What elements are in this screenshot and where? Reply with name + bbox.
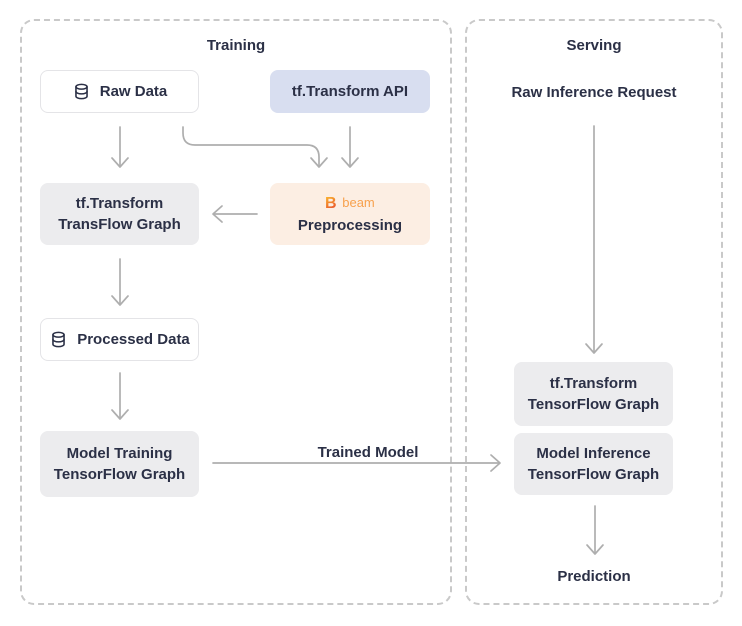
training-panel	[20, 19, 452, 605]
training-panel-title: Training	[206, 37, 266, 54]
node-model-training-line2: TensorFlow Graph	[53, 466, 186, 483]
node-transflow-graph-line2: TransFlow Graph	[58, 216, 181, 233]
node-prediction: Prediction	[557, 568, 631, 585]
serving-panel-title: Serving	[566, 37, 622, 54]
node-tftransform-api: tf.Transform API	[270, 70, 430, 113]
node-model-training-graph: Model Training TensorFlow Graph	[40, 431, 199, 497]
node-preprocessing-label: Preprocessing	[297, 216, 403, 234]
database-icon	[49, 330, 68, 349]
apache-beam-logo: B beam	[325, 193, 375, 213]
node-raw-data: Raw Data	[40, 70, 199, 113]
node-raw-data-label: Raw Data	[99, 83, 168, 100]
beam-wordmark: beam	[342, 195, 375, 210]
serving-panel	[465, 19, 723, 605]
beam-b-icon: B	[325, 195, 337, 211]
node-tftransform-api-label: tf.Transform API	[291, 83, 409, 100]
node-tftransform-tensorflow-graph: tf.Transform TensorFlow Graph	[514, 362, 673, 426]
node-preprocessing: B beam Preprocessing	[270, 183, 430, 245]
node-transflow-graph-line1: tf.Transform	[75, 195, 164, 212]
trained-model-edge-label: Trained Model	[317, 444, 419, 461]
node-tft-serving-line1: tf.Transform	[549, 375, 638, 392]
node-processed-data: Processed Data	[40, 318, 199, 361]
node-model-training-line1: Model Training	[66, 445, 173, 462]
svg-text:B: B	[325, 195, 337, 211]
node-processed-data-label: Processed Data	[77, 331, 190, 348]
node-model-inference-line2: TensorFlow Graph	[527, 466, 660, 483]
node-raw-inference-request: Raw Inference Request	[511, 84, 677, 101]
node-transflow-graph: tf.Transform TransFlow Graph	[40, 183, 199, 245]
node-tft-serving-line2: TensorFlow Graph	[527, 396, 660, 413]
database-icon	[72, 82, 91, 101]
node-model-inference-line1: Model Inference	[536, 445, 651, 462]
node-model-inference-graph: Model Inference TensorFlow Graph	[514, 433, 673, 495]
